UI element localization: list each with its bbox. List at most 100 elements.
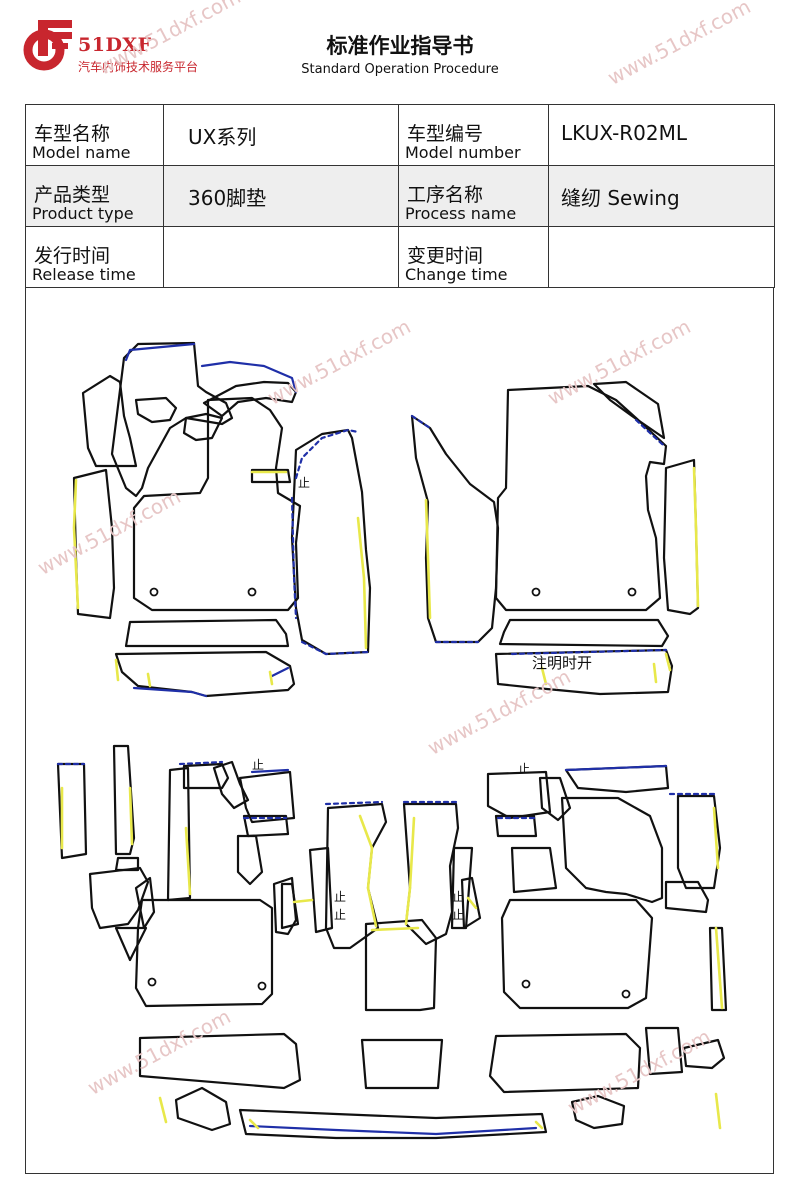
snap-hole bbox=[521, 979, 531, 989]
yellow-seam bbox=[692, 466, 700, 608]
product-type-label-cell: 产品类型 Product type bbox=[25, 165, 164, 227]
pattern-piece bbox=[682, 1038, 726, 1070]
pattern-piece bbox=[238, 770, 296, 824]
pattern-piece bbox=[250, 468, 292, 484]
pattern-piece bbox=[662, 458, 700, 616]
yellow-seam bbox=[712, 806, 720, 870]
change-time-label-en: Change time bbox=[405, 265, 508, 284]
pattern-piece bbox=[112, 744, 136, 856]
pattern-piece bbox=[182, 412, 224, 442]
snap-hole bbox=[147, 977, 157, 987]
pattern-piece bbox=[114, 650, 296, 698]
logo-subtitle: 汽车内饰技术服务平台 bbox=[78, 60, 199, 74]
yellow-seam bbox=[664, 652, 672, 672]
release-time-label-cell: 发行时间 Release time bbox=[25, 226, 164, 288]
pattern-piece bbox=[174, 1086, 232, 1132]
pattern-piece bbox=[364, 918, 438, 1012]
stop-mark: 止 bbox=[518, 762, 531, 776]
snap-hole bbox=[257, 981, 267, 991]
pattern-piece bbox=[242, 814, 290, 838]
yellow-seam bbox=[424, 498, 432, 620]
snap-hole bbox=[247, 587, 257, 597]
blue-seam bbox=[250, 768, 290, 774]
pattern-piece bbox=[134, 396, 178, 424]
pattern-piece bbox=[570, 1094, 626, 1130]
yellow-seam bbox=[540, 666, 548, 686]
pattern-piece bbox=[272, 876, 298, 936]
product-type-value: 360脚垫 bbox=[188, 186, 267, 210]
annotation-note: 注明时开 bbox=[532, 654, 593, 672]
yellow-seam bbox=[114, 658, 120, 682]
document-title: 标准作业指导书 bbox=[326, 34, 474, 58]
pattern-piece bbox=[114, 926, 148, 962]
pattern-piece bbox=[308, 846, 334, 934]
pattern-piece bbox=[202, 380, 298, 418]
blue-seam bbox=[294, 428, 360, 480]
pattern-piece bbox=[510, 846, 558, 894]
blue-seam bbox=[124, 342, 196, 362]
pattern-drawing: 注明时开 止 止 止 止 止 止 止 bbox=[25, 288, 774, 1174]
pattern-piece bbox=[460, 876, 482, 930]
model-name-label-en: Model name bbox=[32, 143, 131, 162]
release-time-value-cell bbox=[163, 226, 399, 288]
pattern-piece bbox=[124, 618, 290, 648]
model-name-label-cn: 车型名称 bbox=[34, 123, 111, 145]
pattern-piece bbox=[664, 880, 710, 914]
pattern-piece bbox=[494, 648, 674, 696]
release-time-label-cn: 发行时间 bbox=[34, 245, 111, 267]
model-number-label-cell: 车型编号 Model number bbox=[398, 104, 549, 166]
yellow-seam bbox=[146, 672, 152, 688]
logo-name: 51DXF bbox=[78, 34, 152, 56]
pattern-piece bbox=[138, 1032, 302, 1090]
blue-seam bbox=[410, 414, 432, 430]
pattern-piece bbox=[560, 796, 664, 904]
blue-seam bbox=[132, 686, 208, 698]
yellow-seam bbox=[714, 1092, 722, 1130]
pattern-piece bbox=[410, 414, 500, 644]
product-type-label-cn: 产品类型 bbox=[34, 184, 111, 206]
process-name-label-cell: 工序名称 Process name bbox=[398, 165, 549, 227]
pattern-piece bbox=[500, 898, 654, 1010]
change-time-label-cn: 变更时间 bbox=[407, 245, 484, 267]
yellow-seam bbox=[184, 826, 192, 896]
logo-mark-icon bbox=[23, 20, 72, 71]
pattern-piece bbox=[88, 866, 150, 930]
yellow-seam bbox=[292, 898, 314, 904]
yellow-seam bbox=[158, 1096, 168, 1124]
info-row: 发行时间 Release time 变更时间 Change time bbox=[25, 226, 775, 288]
stop-mark: 止 bbox=[334, 908, 347, 922]
model-name-value: UX系列 bbox=[188, 125, 257, 149]
pattern-piece bbox=[212, 760, 250, 810]
release-time-label-en: Release time bbox=[32, 265, 136, 284]
pattern-piece bbox=[132, 396, 302, 612]
yellow-seam bbox=[714, 926, 724, 1010]
pattern-piece bbox=[134, 898, 274, 1008]
stop-mark: 止 bbox=[298, 476, 311, 490]
pattern-piece bbox=[498, 618, 670, 648]
blue-seam bbox=[178, 760, 224, 766]
model-name-label-cell: 车型名称 Model name bbox=[25, 104, 164, 166]
info-row: 车型名称 Model name UX系列 车型编号 Model number L… bbox=[25, 104, 775, 166]
blue-seam bbox=[290, 496, 298, 620]
model-number-label-en: Model number bbox=[405, 143, 521, 162]
blue-seam bbox=[200, 360, 298, 394]
pattern-piece bbox=[166, 766, 192, 902]
blue-seam bbox=[300, 640, 370, 656]
blue-seam bbox=[510, 648, 668, 656]
yellow-seam bbox=[370, 926, 420, 932]
model-number-value: LKUX-R02ML bbox=[561, 121, 688, 145]
stop-mark: 止 bbox=[252, 758, 265, 772]
pattern-piece bbox=[494, 814, 538, 838]
process-name-value: 缝纫 Sewing bbox=[561, 186, 680, 210]
yellow-seam bbox=[248, 1118, 260, 1130]
pattern-piece bbox=[110, 341, 234, 498]
pattern-piece bbox=[134, 876, 156, 930]
model-number-label-cn: 车型编号 bbox=[407, 123, 484, 145]
pattern-piece bbox=[236, 834, 264, 886]
pattern-piece bbox=[290, 428, 372, 656]
blue-seam bbox=[248, 1124, 538, 1136]
brand-logo: 51DXF 汽车内饰技术服务平台 bbox=[22, 14, 262, 84]
model-number-value-cell: LKUX-R02ML bbox=[548, 104, 775, 166]
pattern-piece bbox=[494, 384, 668, 612]
snap-hole bbox=[627, 587, 637, 597]
